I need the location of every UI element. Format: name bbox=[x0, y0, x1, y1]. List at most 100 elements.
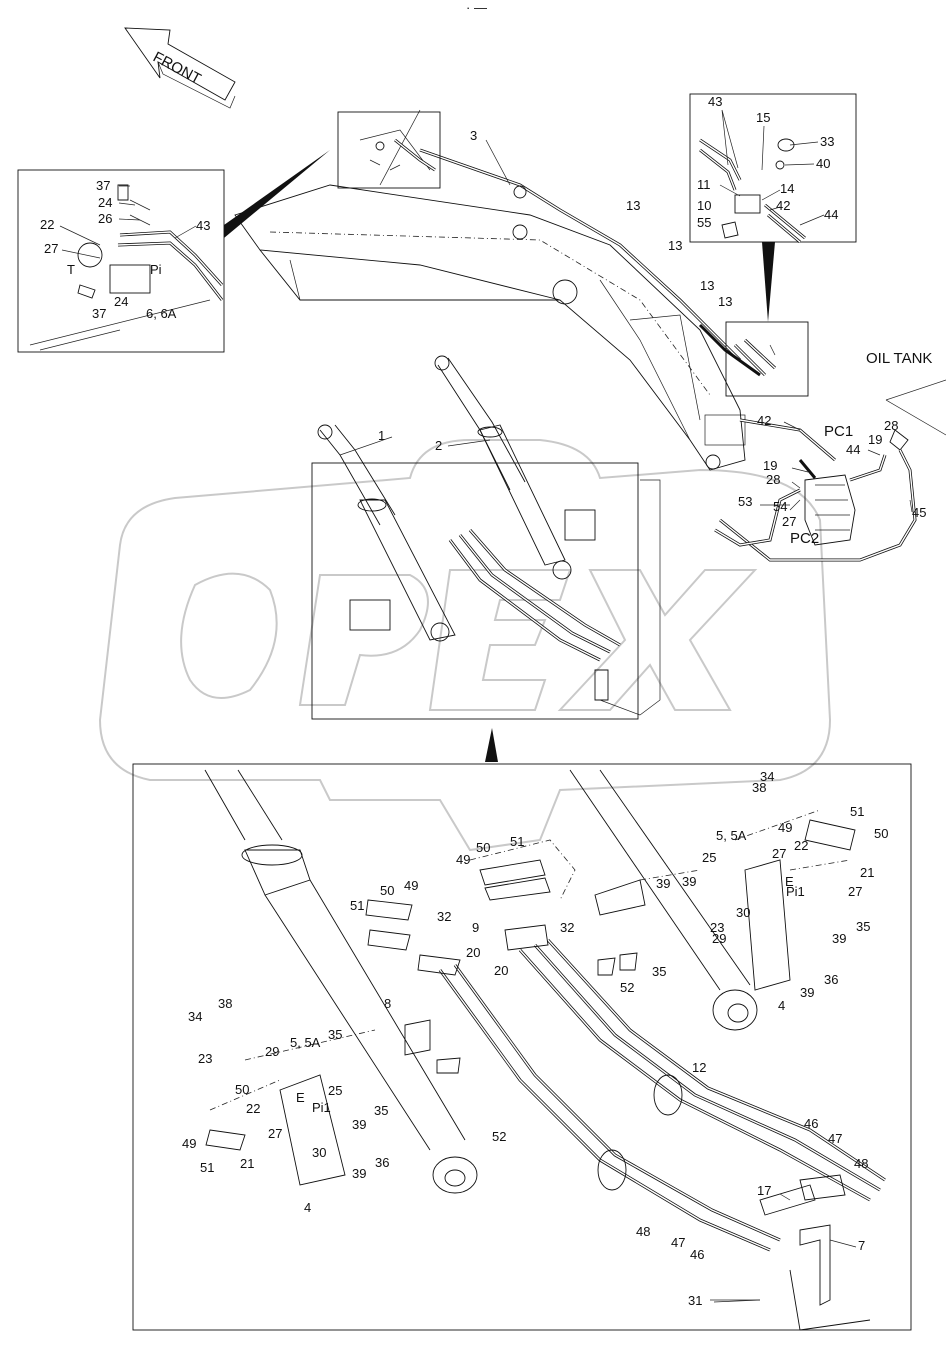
watermark-text: OPEX bbox=[480, 688, 516, 703]
label-31: 31 bbox=[688, 1293, 702, 1308]
label-30: 30 bbox=[312, 1145, 326, 1160]
label-51: 51 bbox=[510, 834, 524, 849]
label-37: 37 bbox=[96, 178, 110, 193]
port-e: E bbox=[785, 874, 794, 889]
label-48: 48 bbox=[854, 1156, 868, 1171]
label-6-6a: 6, 6A bbox=[146, 306, 177, 321]
label-36: 36 bbox=[824, 972, 838, 987]
label-54: 54 bbox=[773, 499, 787, 514]
label-25: 25 bbox=[328, 1083, 342, 1098]
label-51: 51 bbox=[200, 1160, 214, 1175]
label-32: 32 bbox=[560, 920, 574, 935]
label-11: 11 bbox=[697, 177, 711, 192]
label-45: 45 bbox=[912, 505, 926, 520]
label-28: 28 bbox=[884, 418, 898, 433]
label-13: 13 bbox=[626, 198, 640, 213]
label-5-5a: 5, 5A bbox=[290, 1035, 321, 1050]
label-1: 1 bbox=[378, 428, 385, 443]
label-39: 39 bbox=[352, 1117, 366, 1132]
label-pc2: PC2 bbox=[790, 530, 819, 547]
label-49: 49 bbox=[182, 1136, 196, 1151]
label-24: 24 bbox=[114, 294, 128, 309]
label-29: 29 bbox=[712, 931, 726, 946]
label-39: 39 bbox=[682, 874, 696, 889]
label-29: 29 bbox=[265, 1044, 279, 1059]
label-35: 35 bbox=[374, 1103, 388, 1118]
leader-line bbox=[379, 109, 421, 186]
label-15: 15 bbox=[756, 110, 770, 125]
label-30: 30 bbox=[736, 905, 750, 920]
label-37: 37 bbox=[92, 306, 106, 321]
label-20: 20 bbox=[466, 945, 480, 960]
part-labels: 3 13 13 13 13 1 2 37 24 26 22 43 27 T Pi… bbox=[40, 94, 932, 1308]
label-32: 32 bbox=[437, 909, 451, 924]
watermark bbox=[98, 439, 832, 852]
label-47: 47 bbox=[671, 1235, 685, 1250]
label-34: 34 bbox=[188, 1009, 202, 1024]
label-40: 40 bbox=[816, 156, 830, 171]
port-pi1: Pi1 bbox=[312, 1100, 331, 1115]
label-26: 26 bbox=[98, 211, 112, 226]
label-8: 8 bbox=[384, 996, 391, 1011]
label-49: 49 bbox=[404, 878, 418, 893]
detail-pointer-right bbox=[762, 242, 775, 322]
label-42: 42 bbox=[757, 413, 771, 428]
label-52: 52 bbox=[492, 1129, 506, 1144]
label-44: 44 bbox=[846, 442, 860, 457]
front-arrow: FRONT bbox=[124, 27, 236, 109]
port-t: T bbox=[67, 262, 75, 277]
label-50: 50 bbox=[476, 840, 490, 855]
label-20: 20 bbox=[494, 963, 508, 978]
label-48: 48 bbox=[636, 1224, 650, 1239]
leader-lines bbox=[59, 109, 913, 1303]
label-22: 22 bbox=[246, 1101, 260, 1116]
label-19: 19 bbox=[763, 458, 777, 473]
label-2: 2 bbox=[435, 438, 442, 453]
label-39: 39 bbox=[656, 876, 670, 891]
label-49: 49 bbox=[778, 820, 792, 835]
label-46: 46 bbox=[804, 1116, 818, 1131]
label-43: 43 bbox=[196, 218, 210, 233]
label-3: 3 bbox=[470, 128, 477, 143]
label-47: 47 bbox=[828, 1131, 842, 1146]
label-23: 23 bbox=[198, 1051, 212, 1066]
label-27: 27 bbox=[848, 884, 862, 899]
label-46: 46 bbox=[690, 1247, 704, 1262]
label-13: 13 bbox=[668, 238, 682, 253]
oil-tank-label: OIL TANK bbox=[866, 350, 932, 367]
label-4: 4 bbox=[304, 1200, 311, 1215]
label-36: 36 bbox=[375, 1155, 389, 1170]
detail-pointer bbox=[224, 150, 330, 238]
label-13: 13 bbox=[718, 294, 732, 309]
port-pi: Pi bbox=[150, 262, 162, 277]
label-14: 14 bbox=[780, 181, 794, 196]
detail-right bbox=[689, 93, 857, 322]
label-7: 7 bbox=[858, 1238, 865, 1253]
label-55: 55 bbox=[697, 215, 711, 230]
label-10: 10 bbox=[697, 198, 711, 213]
label-21: 21 bbox=[240, 1156, 254, 1171]
label-22: 22 bbox=[794, 838, 808, 853]
label-28: 28 bbox=[766, 472, 780, 487]
header-mark: · — bbox=[466, 0, 487, 15]
label-pc1: PC1 bbox=[824, 423, 853, 440]
label-39: 39 bbox=[800, 985, 814, 1000]
label-35: 35 bbox=[856, 919, 870, 934]
label-49: 49 bbox=[456, 852, 470, 867]
label-13: 13 bbox=[700, 278, 714, 293]
label-24: 24 bbox=[98, 195, 112, 210]
label-17: 17 bbox=[757, 1183, 771, 1198]
label-51: 51 bbox=[850, 804, 864, 819]
detail-top bbox=[337, 111, 441, 189]
detail-left bbox=[17, 150, 330, 353]
label-27: 27 bbox=[44, 241, 58, 256]
label-50: 50 bbox=[380, 883, 394, 898]
port-pi1: Pi1 bbox=[786, 884, 805, 899]
label-21: 21 bbox=[860, 865, 874, 880]
label-38: 38 bbox=[752, 780, 766, 795]
label-34: 34 bbox=[760, 769, 774, 784]
label-22: 22 bbox=[40, 217, 54, 232]
label-25: 25 bbox=[702, 850, 716, 865]
label-39: 39 bbox=[832, 931, 846, 946]
